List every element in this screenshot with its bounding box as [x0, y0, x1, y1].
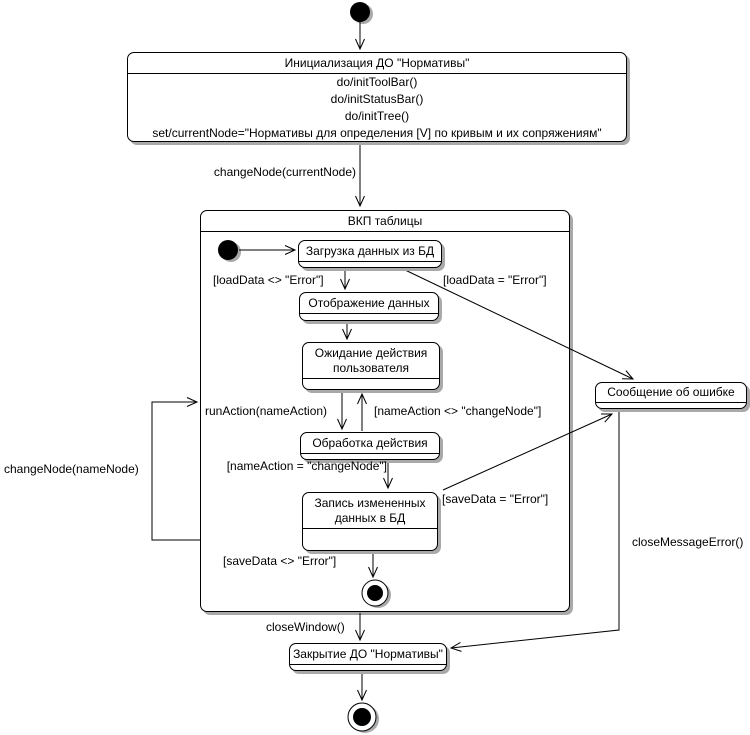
state-title: Инициализация ДО "Нормативы"	[128, 53, 626, 74]
state-action: set/currentNode="Нормативы для определен…	[152, 126, 602, 140]
transition-label-save-ok: [saveData <> "Error"]	[223, 554, 337, 568]
state-title: Ожидание действия пользователя	[303, 343, 439, 379]
state-init-do-normativy: Инициализация ДО "Нормативы" do/initTool…	[127, 52, 627, 142]
initial-state-shadow	[353, 4, 373, 24]
state-wait-user-action: Ожидание действия пользователя	[302, 342, 440, 390]
transition-label-save-error: [saveData = "Error"]	[442, 492, 549, 506]
state-load-data-from-db: Загрузка данных из БД	[298, 240, 442, 268]
state-body	[303, 379, 439, 389]
final-state-shadow	[351, 705, 379, 733]
state-title: Сообщение об ошибке	[596, 383, 746, 403]
state-action: do/initTree()	[344, 109, 410, 123]
state-title: Обработка действия	[301, 433, 439, 454]
state-title: Отображение данных	[300, 293, 438, 314]
transition-label-change-node-current: changeNode(currentNode)	[213, 165, 356, 179]
state-process-action: Обработка действия	[300, 432, 440, 460]
state-title: Загрузка данных из БД	[299, 241, 441, 262]
state-close-do-normativy: Закрытие ДО "Нормативы"	[289, 643, 447, 671]
state-title: ВКП таблицы	[201, 211, 569, 232]
transition-label-action-not-changenode: [nameAction <> "changeNode"]	[374, 404, 542, 418]
transition-label-close-window: closeWindow()	[266, 620, 345, 634]
state-body	[303, 529, 437, 550]
state-action: do/initStatusBar()	[330, 92, 424, 106]
transition-label-load-error: [loadData = "Error"]	[443, 273, 547, 287]
transition-label-load-ok: [loadData <> "Error"]	[213, 273, 324, 287]
state-body	[290, 665, 446, 670]
state-title: Закрытие ДО "Нормативы"	[290, 644, 446, 665]
final-state-bottom-ring	[347, 702, 377, 732]
state-body	[300, 314, 438, 320]
transition-label-close-message-error: closeMessageError()	[632, 535, 744, 549]
state-display-data: Отображение данных	[299, 292, 439, 321]
state-action: do/initToolBar()	[336, 75, 418, 89]
state-body	[596, 403, 746, 408]
transition-label-run-action: runAction(nameAction)	[205, 404, 328, 418]
transition-label-action-changenode: [nameAction = "changeNode"]	[226, 459, 387, 473]
transition-label-change-node-name: changeNode(nameNode)	[4, 462, 139, 476]
state-error-message: Сообщение об ошибке	[595, 382, 747, 409]
arrow-composite-self-loop	[151, 397, 200, 541]
initial-state-top	[350, 2, 370, 22]
final-state-bottom-dot	[353, 708, 371, 726]
state-save-changed-data: Запись измененных данных в БД	[302, 492, 438, 551]
state-title: Запись измененных данных в БД	[303, 493, 437, 529]
state-body	[299, 262, 441, 267]
